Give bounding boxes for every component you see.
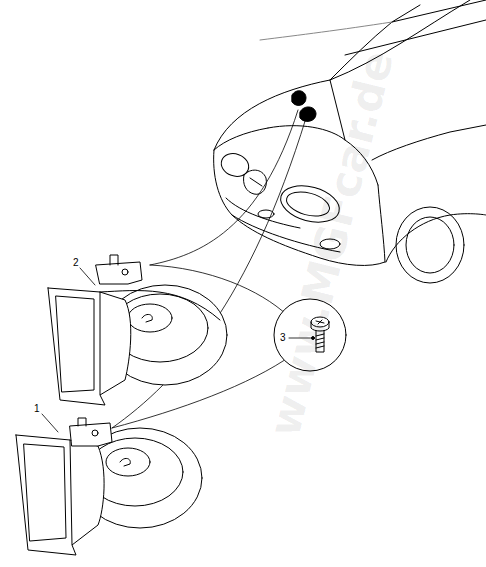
horn-2 (48, 255, 227, 405)
callout-leader (42, 414, 58, 432)
horn-1 (16, 418, 202, 555)
callout-number: 2 (73, 258, 79, 268)
watermark: www.MGFcar.de (262, 47, 400, 441)
leader-line (150, 110, 298, 265)
callout-leader (80, 268, 95, 285)
callout-number: 1 (34, 404, 40, 414)
